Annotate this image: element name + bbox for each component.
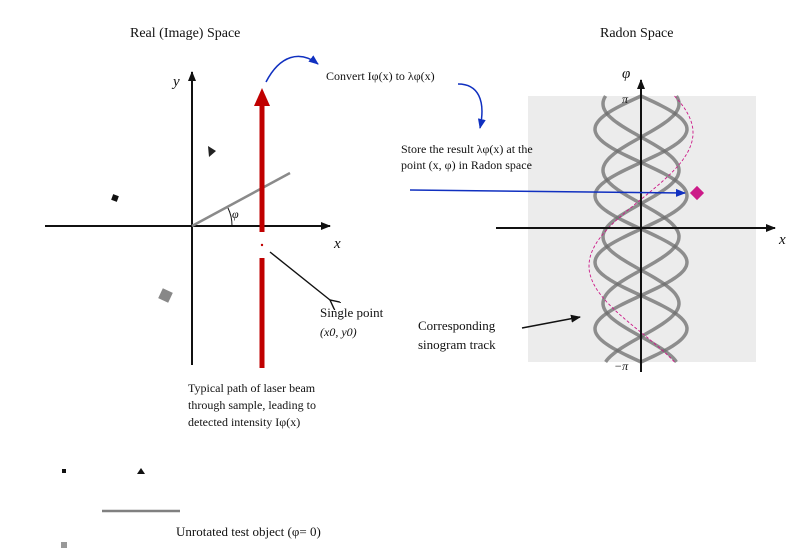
radon-space-title: Radon Space	[600, 26, 673, 41]
laser-caption-line1: Typical path of laser beam	[188, 381, 316, 395]
small-square-object	[111, 194, 119, 202]
angle-phi-label: φ	[232, 207, 239, 221]
radon-phi-label: φ	[622, 66, 630, 82]
projection-line	[191, 171, 291, 228]
radon-x-label: x	[778, 232, 786, 248]
sinogram-pointer	[521, 314, 581, 329]
pi-top-label: π	[622, 92, 629, 106]
laser-caption-line2: through sample, leading to	[188, 398, 316, 412]
pink-sinogram-track	[588, 95, 694, 363]
store-label-line2: point (x, φ) in Radon space	[401, 158, 532, 172]
convert-label: Convert Iφ(x) to λφ(x)	[326, 69, 435, 83]
sinogram-label-line1: Corresponding	[418, 318, 496, 333]
single-point-coords: (x0, y0)	[320, 325, 357, 339]
single-point-marker	[260, 243, 264, 247]
laser-caption-line3: detected intensity Iφ(x)	[188, 415, 300, 429]
real-y-label: y	[171, 74, 180, 90]
single-point-label: Single point	[320, 305, 384, 320]
convert-arrow	[265, 55, 319, 83]
legend-gray-square-marker	[61, 542, 67, 548]
legend-label: Unrotated test object (φ= 0)	[176, 524, 321, 539]
legend-square-marker	[62, 469, 66, 473]
store-to-point-arrow	[409, 188, 686, 197]
single-point-pointer	[269, 251, 330, 300]
real-space-title: Real (Image) Space	[130, 26, 240, 41]
angle-arc	[227, 207, 233, 227]
store-label-line1: Store the result λφ(x) at the	[401, 142, 533, 156]
gray-square-object	[158, 288, 173, 303]
legend-triangle-marker	[137, 468, 145, 474]
real-x-label: x	[333, 236, 341, 252]
radon-point-diamond	[689, 185, 705, 201]
store-arrow	[457, 83, 486, 129]
triangle-object	[208, 146, 216, 157]
laser-beam-arrowhead	[254, 88, 270, 106]
sinogram-label-line2: sinogram track	[418, 337, 496, 352]
pi-bottom-label: −π	[614, 359, 629, 373]
